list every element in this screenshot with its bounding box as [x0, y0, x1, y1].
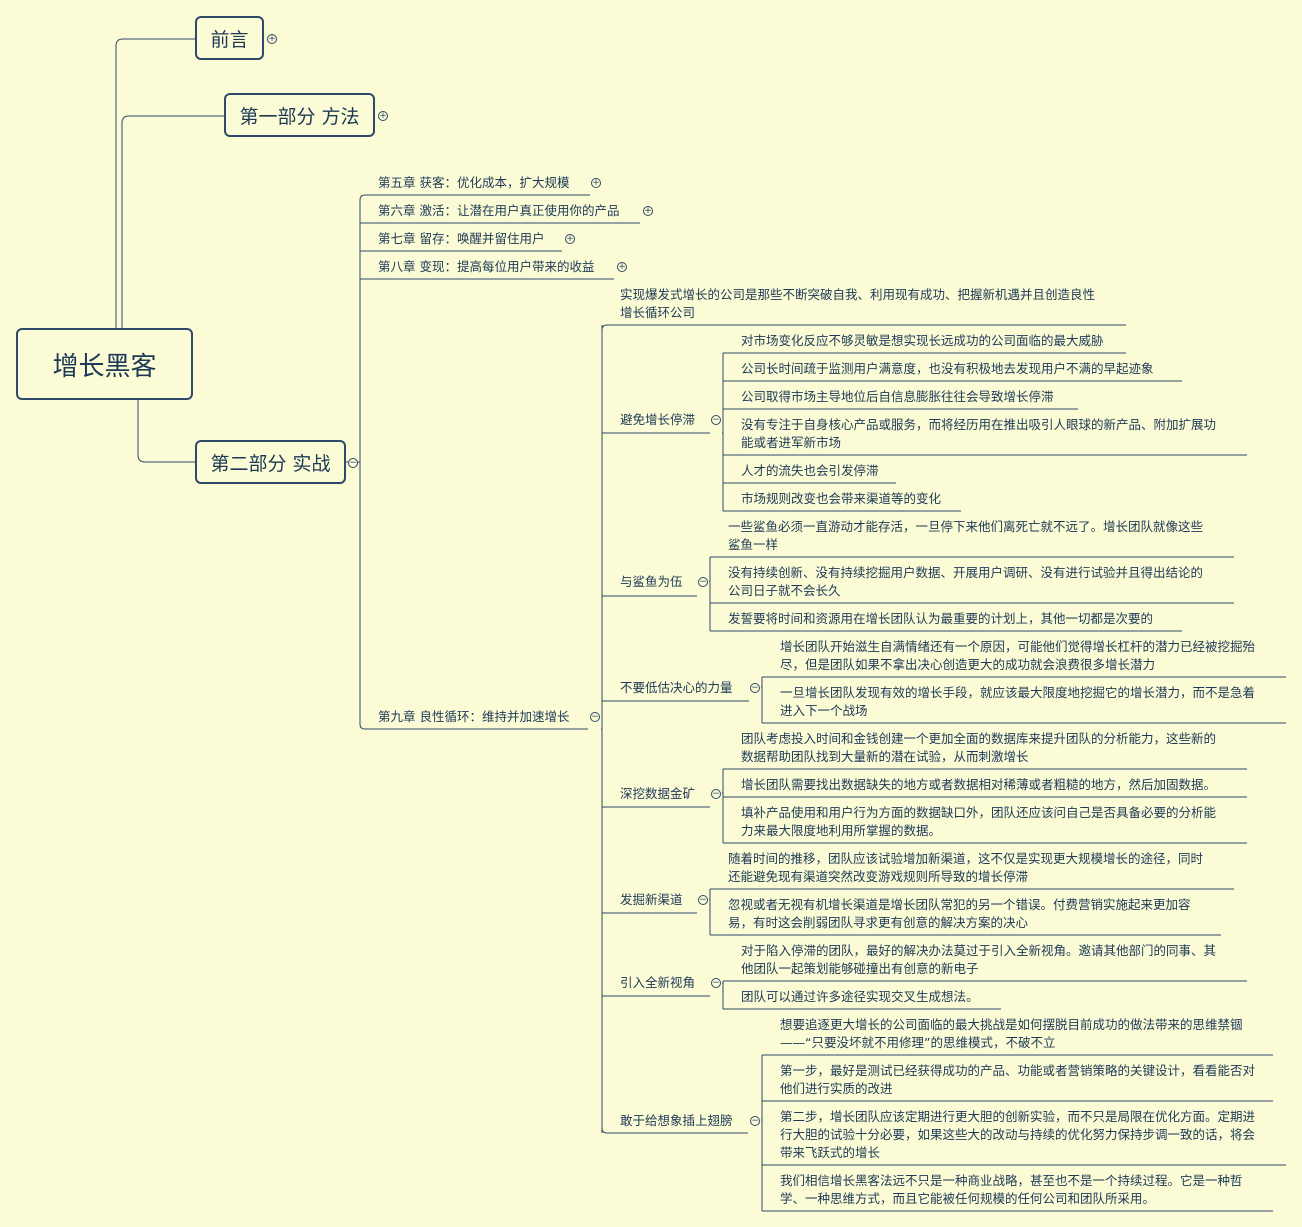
collapse-icon[interactable]: − — [590, 712, 600, 722]
leaf-topic[interactable]: 没有专注于自身核心产品或服务，而将经历用在推出吸引人眼球的新产品、附加扩展功 能… — [741, 417, 1217, 450]
leaf-topic[interactable]: 对于陷入停滞的团队，最好的解决办法莫过于引入全新视角。邀请其他部门的同事、其 他… — [741, 943, 1217, 976]
chapter9-intro[interactable]: 实现爆发式增长的公司是那些不断突破自我、利用现有成功、把握新机遇并且创造良性 增… — [620, 287, 1096, 320]
leaf-topic[interactable]: 公司取得市场主导地位后自信息膨胀往往会导致增长停滞 — [741, 389, 1054, 404]
leaf-topic[interactable]: 市场规则改变也会带来渠道等的变化 — [741, 491, 942, 506]
leaf-topic[interactable]: 我们相信增长黑客法远不只是一种商业战略，甚至也不是一个持续过程。它是一种哲 学、… — [780, 1173, 1243, 1206]
leaf-topic[interactable]: 公司长时间疏于监测用户满意度，也没有积极地去发现用户不满的早起迹象 — [741, 361, 1154, 376]
chapter-topic[interactable]: 第八章 变现：提高每位用户带来的收益 — [378, 259, 595, 274]
section-topic[interactable]: 深挖数据金矿 — [620, 786, 696, 801]
leaf-topic[interactable]: 没有持续创新、没有持续挖掘用户数据、开展用户调研、没有进行试验并且得出结论的 公… — [728, 565, 1204, 598]
collapse-icon[interactable]: − — [711, 415, 721, 425]
section-topic[interactable]: 引入全新视角 — [620, 975, 696, 990]
branch-part1[interactable]: 第一部分 方法 — [224, 93, 375, 137]
expand-icon[interactable]: + — [617, 262, 627, 272]
chapter-topic[interactable]: 第五章 获客：优化成本，扩大规模 — [378, 175, 570, 190]
leaf-topic[interactable]: 人才的流失也会引发停滞 — [741, 463, 879, 478]
leaf-topic[interactable]: 增长团队开始滋生自满情绪还有一个原因，可能他们觉得增长杠杆的潜力已经被挖掘殆 尽… — [780, 639, 1256, 672]
leaf-topic[interactable]: 填补产品使用和用户行为方面的数据缺口外，团队还应该问自己是否具备必要的分析能 力… — [741, 805, 1217, 838]
leaf-topic[interactable]: 团队考虑投入时间和金钱创建一个更加全面的数据库来提升团队的分析能力，这些新的 数… — [741, 731, 1217, 764]
collapse-icon[interactable]: − — [750, 1116, 760, 1126]
expand-icon[interactable]: + — [267, 34, 277, 44]
leaf-topic[interactable]: 随着时间的推移，团队应该试验增加新渠道，这不仅是实现更大规模增长的途径，同时 还… — [728, 851, 1204, 884]
leaf-topic[interactable]: 想要追逐更大增长的公司面临的最大挑战是如何摆脱目前成功的做法带来的思维禁锢 ——… — [780, 1017, 1243, 1050]
leaf-topic[interactable]: 发誓要将时间和资源用在增长团队认为最重要的计划上，其他一切都是次要的 — [728, 611, 1154, 626]
leaf-topic[interactable]: 增长团队需要找出数据缺失的地方或者数据相对稀薄或者粗糙的地方，然后加固数据。 — [741, 777, 1217, 792]
branch-preface[interactable]: 前言 — [195, 16, 264, 60]
section-topic[interactable]: 发掘新渠道 — [620, 892, 683, 907]
collapse-icon[interactable]: − — [711, 978, 721, 988]
leaf-topic[interactable]: 第一步，最好是测试已经获得成功的产品、功能或者营销策略的关键设计，看看能否对 他… — [780, 1063, 1256, 1096]
leaf-topic[interactable]: 忽视或者无视有机增长渠道是增长团队常犯的另一个错误。付费营销实施起来更加容 易，… — [728, 897, 1191, 930]
branch-part1-label: 第一部分 方法 — [239, 105, 360, 128]
section-topic[interactable]: 与鲨鱼为伍 — [620, 574, 683, 589]
root-topic-label: 增长黑客 — [52, 351, 157, 382]
expand-icon[interactable]: + — [565, 234, 575, 244]
collapse-icon[interactable]: − — [711, 789, 721, 799]
branch-part2[interactable]: 第二部分 实战 — [195, 440, 346, 484]
chapter-topic[interactable]: 第七章 留存：唤醒并留住用户 — [378, 231, 545, 246]
leaf-topic[interactable]: 团队可以通过许多途径实现交叉生成想法。 — [741, 989, 979, 1004]
branch-part2-label: 第二部分 实战 — [210, 452, 331, 475]
collapse-icon[interactable]: − — [698, 895, 708, 905]
leaf-topic[interactable]: 第二步，增长团队应该定期进行更大胆的创新实验，而不只是局限在优化方面。定期进 行… — [780, 1109, 1256, 1160]
root-topic[interactable]: 增长黑客 — [16, 328, 193, 400]
collapse-icon[interactable]: − — [348, 458, 358, 468]
collapse-icon[interactable]: − — [698, 577, 708, 587]
expand-icon[interactable]: + — [591, 178, 601, 188]
chapter-topic[interactable]: 第九章 良性循环：维持并加速增长 — [378, 709, 570, 724]
leaf-topic[interactable]: 对市场变化反应不够灵敏是想实现长远成功的公司面临的最大威胁 — [741, 333, 1104, 348]
section-topic[interactable]: 避免增长停滞 — [620, 412, 696, 427]
expand-icon[interactable]: + — [643, 206, 653, 216]
section-topic[interactable]: 不要低估决心的力量 — [620, 680, 733, 695]
leaf-topic[interactable]: 一些鲨鱼必须一直游动才能存活，一旦停下来他们离死亡就不远了。增长团队就像这些 鲨… — [728, 519, 1204, 552]
leaf-topic[interactable]: 一旦增长团队发现有效的增长手段，就应该最大限度地挖掘它的增长潜力，而不是急着 进… — [780, 685, 1256, 718]
expand-icon[interactable]: + — [378, 111, 388, 121]
branch-preface-label: 前言 — [210, 28, 249, 51]
section-topic[interactable]: 敢于给想象插上翅膀 — [620, 1113, 733, 1128]
chapter-topic[interactable]: 第六章 激活：让潜在用户真正使用你的产品 — [378, 203, 620, 218]
collapse-icon[interactable]: − — [750, 683, 760, 693]
